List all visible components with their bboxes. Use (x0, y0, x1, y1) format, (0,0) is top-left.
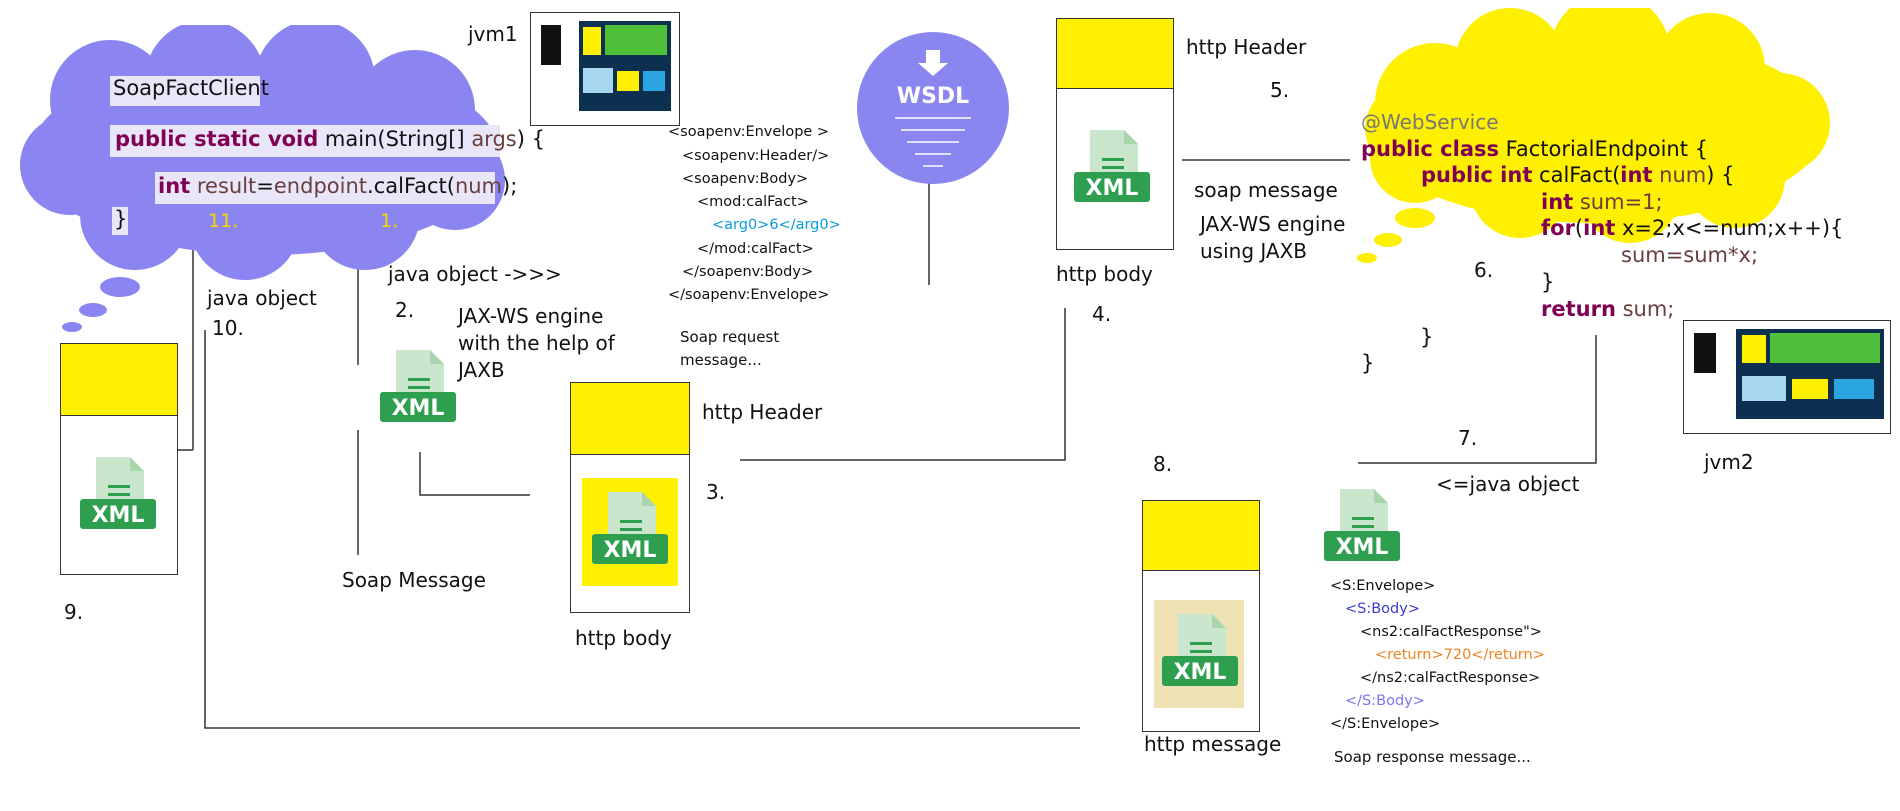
client-close-brace: } (114, 207, 128, 231)
soap-resp-return: <return>720</return> (1375, 647, 1545, 663)
soap-req-line: </soapenv:Envelope> (668, 287, 830, 303)
step-10: 10. (212, 316, 244, 340)
step-8: 8. (1153, 452, 1173, 476)
step-9: 9. (64, 600, 84, 624)
client-class-name: SoapFactClient (113, 76, 269, 100)
endpoint-mult-line: sum=sum*x; (1621, 243, 1759, 267)
soap-req-line: </mod:calFact> (697, 241, 814, 257)
svg-text:XML: XML (604, 538, 657, 563)
soap-resp-body-close: </S:Body> (1345, 693, 1425, 709)
soap-req-line: <soapenv:Body> (682, 171, 809, 187)
http-body-label-top: http body (1056, 262, 1153, 286)
step-7: 7. (1458, 426, 1478, 450)
xml-file-icon: XML (1162, 614, 1238, 686)
soap-req-line: </soapenv:Body> (682, 264, 814, 280)
soap-resp-line: </ns2:calFactResponse> (1360, 670, 1541, 686)
step-4: 4. (1092, 302, 1112, 326)
http-header-label-top: http Header (1186, 35, 1307, 59)
code-bg-3 (112, 207, 128, 235)
step-5: 5. (1270, 78, 1290, 102)
svg-text:XML: XML (92, 503, 145, 528)
step-11: 11. (208, 210, 239, 232)
soap-req-arg: <arg0>6</arg0> (712, 217, 841, 233)
endpoint-sum-line: int sum=1; (1541, 190, 1663, 214)
http-header-box-bottom (1142, 500, 1260, 572)
code-bg-2 (155, 172, 495, 204)
soap-message-label-right: soap message (1194, 178, 1338, 202)
svg-text:XML: XML (1174, 660, 1227, 685)
svg-text:XML: XML (392, 396, 445, 421)
wsdl-icon: WSDL (857, 32, 1009, 184)
soap-resp-line: <S:Envelope> (1330, 578, 1436, 594)
xml-file-icon: XML (592, 492, 668, 564)
step-3: 3. (706, 480, 726, 504)
soap-req-line: <soapenv:Header/> (682, 148, 830, 164)
http-header-label-mid: http Header (702, 400, 823, 424)
soap-response-caption: Soap response message... (1334, 748, 1531, 766)
http-body-label-mid: http body (575, 626, 672, 650)
xml-file-icon: XML (1074, 130, 1150, 202)
endpoint-method-line: public int calFact(int num) { (1421, 163, 1735, 187)
jvm2-label: jvm2 (1704, 450, 1754, 474)
http-header-box-mid (570, 382, 690, 456)
endpoint-class-line: public class FactorialEndpoint { (1361, 137, 1708, 161)
xml-file-icon: XML (380, 350, 456, 422)
svg-text:XML: XML (1086, 176, 1139, 201)
java-object-arrow-label: java object ->>> (388, 262, 562, 286)
endpoint-cloud (1353, 8, 1830, 267)
xml-file-icon: XML (80, 457, 156, 529)
class-label-bg (110, 76, 260, 106)
endpoint-close-for: } (1541, 270, 1555, 294)
java-object-back-label: <=java object (1436, 472, 1580, 496)
step-1: 1. (380, 210, 399, 232)
soap-req-line: <mod:calFact> (697, 194, 809, 210)
soap-req-line: <soapenv:Envelope > (668, 124, 830, 140)
soap-message-label: Soap Message (342, 568, 486, 592)
soap-resp-line: </S:Envelope> (1330, 716, 1441, 732)
svg-text:WSDL: WSDL (897, 84, 969, 109)
client-call-line: int result=endpoint.calFact(num); (158, 174, 518, 198)
http-header-box-top (1056, 18, 1174, 90)
http-header-box-left (60, 343, 178, 417)
jvm2-diagram (1683, 320, 1891, 434)
step-6: 6. (1474, 258, 1494, 282)
endpoint-close-class: } (1361, 351, 1375, 375)
java-object-label: java object (207, 286, 317, 310)
endpoint-return-line: return sum; (1541, 297, 1675, 321)
soap-resp-body: <S:Body> (1345, 601, 1420, 617)
jvm1-diagram (530, 12, 680, 126)
endpoint-close-method: } (1420, 325, 1434, 349)
client-main-signature: public static void main(String[] args) { (115, 127, 545, 151)
webservice-annotation: @WebService (1361, 110, 1499, 134)
http-message-label: http message (1144, 732, 1282, 756)
step-2: 2. (395, 298, 415, 322)
xml-file-icon: XML (1324, 489, 1400, 561)
jvm1-label: jvm1 (468, 22, 518, 46)
code-bg-1 (110, 125, 500, 157)
soap-resp-line: <ns2:calFactResponse"> (1360, 624, 1542, 640)
svg-text:XML: XML (1336, 535, 1389, 560)
endpoint-for-line: for(int x=2;x<=num;x++){ (1541, 216, 1844, 240)
